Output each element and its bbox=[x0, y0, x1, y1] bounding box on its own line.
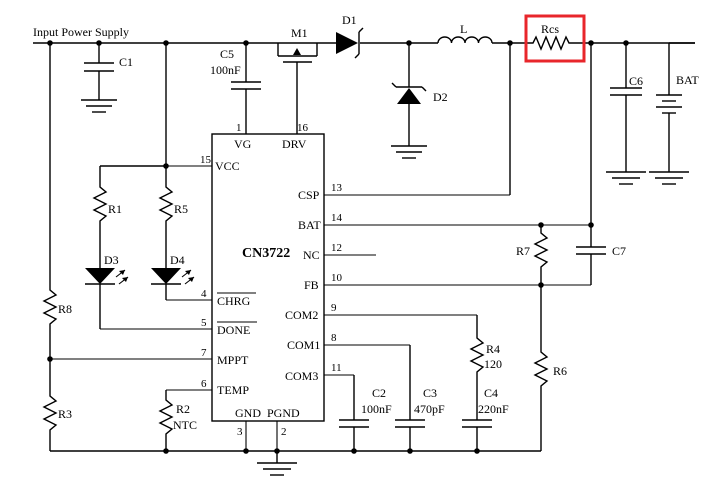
ic-body bbox=[211, 133, 325, 422]
pin-com3-label: COM3 bbox=[285, 369, 318, 383]
resistor-r5 bbox=[158, 166, 174, 268]
c3-value: 470pF bbox=[414, 402, 445, 416]
r1-label: R1 bbox=[108, 202, 122, 216]
capacitor-c7 bbox=[576, 225, 606, 285]
r2-label: R2 bbox=[176, 402, 190, 416]
c4-label: C4 bbox=[484, 386, 498, 400]
r4-label: R4 bbox=[486, 342, 500, 356]
ground-rail bbox=[50, 448, 541, 476]
inductor-l bbox=[437, 36, 493, 44]
resistor-r2-ntc bbox=[158, 390, 174, 451]
bat-net bbox=[538, 43, 594, 288]
pin-bat-label: BAT bbox=[298, 218, 321, 232]
battery-bat bbox=[649, 42, 695, 185]
c1-label: C1 bbox=[119, 55, 133, 69]
pin-chrg-label: CHRG bbox=[217, 294, 251, 308]
rcs-label: Rcs bbox=[541, 22, 559, 36]
top-rail bbox=[33, 40, 695, 46]
pin-pgnd-number: 2 bbox=[281, 426, 287, 438]
d4-label: D4 bbox=[170, 253, 185, 267]
resistor-r4 bbox=[469, 315, 485, 420]
capacitor-c4 bbox=[462, 419, 492, 451]
pin-mppt-label: MPPT bbox=[217, 353, 249, 367]
c4-value: 220nF bbox=[478, 402, 509, 416]
r5-label: R5 bbox=[174, 202, 188, 216]
pin-csp-number: 13 bbox=[331, 182, 343, 194]
capacitor-c1 bbox=[81, 43, 117, 113]
r3-label: R3 bbox=[58, 407, 72, 421]
c5-value: 100nF bbox=[210, 63, 241, 77]
capacitor-c5 bbox=[231, 43, 261, 134]
d2-label: D2 bbox=[433, 90, 448, 104]
d1-label: D1 bbox=[342, 13, 357, 27]
d3-label: D3 bbox=[104, 253, 119, 267]
pin-nc-label: NC bbox=[303, 248, 320, 262]
r4-value: 120 bbox=[484, 357, 502, 371]
pin-drv-number: 16 bbox=[297, 122, 309, 134]
led-d4 bbox=[151, 268, 195, 300]
pin-temp-label: TEMP bbox=[217, 383, 249, 397]
pin-gnd-label: GND bbox=[235, 406, 261, 420]
input-power-supply-label: Input Power Supply bbox=[33, 25, 129, 39]
led-d3 bbox=[85, 268, 129, 329]
pin-done-label: DONE bbox=[217, 323, 250, 337]
pin-chrg-number: 4 bbox=[201, 288, 207, 300]
pin-nc-number: 12 bbox=[331, 242, 342, 254]
pin-com3-number: 11 bbox=[331, 362, 342, 374]
pin-bat-number: 14 bbox=[331, 212, 343, 224]
ic-name: CN3722 bbox=[242, 246, 290, 261]
pin-fb-number: 10 bbox=[331, 272, 343, 284]
c6-label: C6 bbox=[629, 74, 643, 88]
capacitor-c3 bbox=[395, 345, 425, 451]
pin-temp-number: 6 bbox=[201, 378, 207, 390]
c5-label: C5 bbox=[220, 47, 234, 61]
l-label: L bbox=[460, 22, 467, 36]
pin-done-number: 5 bbox=[201, 317, 207, 329]
m1-label: M1 bbox=[291, 26, 308, 40]
pin-fb-label: FB bbox=[304, 278, 319, 292]
c7-label: C7 bbox=[612, 244, 626, 258]
mosfet-m1 bbox=[277, 43, 318, 134]
diode-d2 bbox=[391, 43, 427, 159]
pin-gnd-number: 3 bbox=[237, 426, 243, 438]
r8-label: R8 bbox=[58, 302, 72, 316]
pin-csp-label: CSP bbox=[298, 188, 320, 202]
pin-mppt-number: 7 bbox=[201, 347, 207, 359]
diode-d1 bbox=[336, 27, 364, 59]
c2-label: C2 bbox=[372, 386, 386, 400]
rcs-highlight-box bbox=[524, 14, 586, 63]
resistor-r7 bbox=[533, 225, 549, 285]
pin-vg-number: 1 bbox=[236, 122, 242, 134]
pin-com1-number: 8 bbox=[331, 332, 337, 344]
capacitor-c2 bbox=[339, 375, 369, 451]
resistor-r3 bbox=[42, 359, 58, 451]
resistor-rcs bbox=[527, 35, 584, 51]
pin-drv-label: DRV bbox=[282, 137, 307, 151]
resistor-r1 bbox=[92, 166, 108, 268]
ntc-label: NTC bbox=[173, 418, 197, 432]
bat-label: BAT bbox=[676, 73, 699, 87]
r7-label: R7 bbox=[516, 244, 530, 258]
r6-label: R6 bbox=[553, 364, 567, 378]
pin-com2-label: COM2 bbox=[285, 308, 318, 322]
capacitor-c6 bbox=[606, 43, 646, 185]
c2-value: 100nF bbox=[361, 402, 392, 416]
resistor-r8 bbox=[42, 43, 58, 362]
pin-vcc-label: VCC bbox=[215, 159, 240, 173]
pin-com1-label: COM1 bbox=[287, 338, 320, 352]
c3-label: C3 bbox=[423, 386, 437, 400]
pin-vcc-number: 15 bbox=[200, 154, 212, 166]
pin-pgnd-label: PGND bbox=[267, 406, 300, 420]
pin-com2-number: 9 bbox=[331, 302, 337, 314]
pin-vg-label: VG bbox=[234, 137, 252, 151]
resistor-r6 bbox=[533, 285, 549, 451]
